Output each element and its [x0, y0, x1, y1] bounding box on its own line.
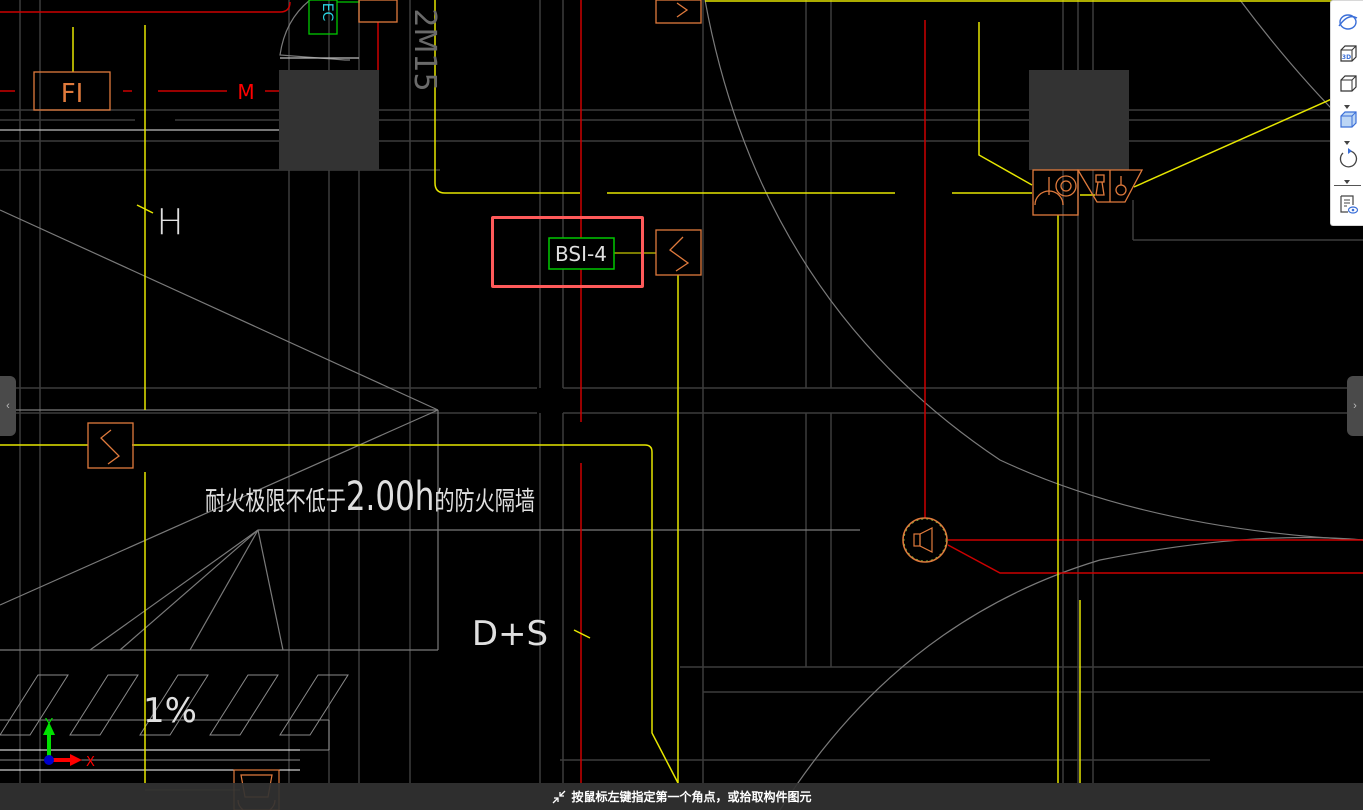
fire-wall-note: 耐火极限不低于2.00h的防火隔墙	[205, 474, 535, 520]
speaker-symbol[interactable]	[902, 517, 948, 563]
display-settings-button[interactable]	[1335, 191, 1360, 216]
shaded-view-button[interactable]	[1335, 107, 1360, 132]
m-label: M	[237, 80, 254, 104]
orbit-icon	[1337, 13, 1357, 30]
chevron-right-icon: ›	[1353, 400, 1357, 412]
rotate-icon	[1339, 147, 1357, 167]
column	[1029, 70, 1129, 170]
shaded-cube-icon	[1339, 110, 1357, 128]
status-message: 按鼠标左键指定第一个角点，或拾取构件图元	[571, 790, 812, 804]
column	[279, 70, 379, 170]
device-box-top-2[interactable]	[655, 0, 702, 24]
3d-view-icon: 3D	[1339, 44, 1357, 62]
toolbar-divider	[1334, 185, 1361, 186]
bsi-4-tag[interactable]: BSI-4	[548, 237, 615, 270]
right-panel-toggle[interactable]: ›	[1347, 376, 1363, 436]
display-settings-icon	[1339, 194, 1358, 214]
grid-lines	[0, 0, 1363, 783]
chevron-left-icon: ‹	[6, 400, 10, 412]
stair-hatch	[0, 674, 349, 771]
view-3d-button[interactable]: 3D	[1335, 41, 1360, 66]
left-panel-toggle[interactable]: ‹	[0, 376, 16, 436]
rotate-dropdown-caret[interactable]	[1342, 173, 1352, 184]
ec-device-symbol[interactable]: EC	[308, 0, 360, 35]
sensor-symbol[interactable]	[87, 422, 134, 469]
svg-text:3D: 3D	[1341, 54, 1350, 61]
svg-text:BSI-4: BSI-4	[555, 242, 607, 266]
svg-text:FI: FI	[61, 79, 84, 109]
wireframe-cube-icon	[1339, 74, 1357, 92]
svg-text:X: X	[86, 755, 95, 770]
wireframe-dropdown-caret[interactable]	[1342, 98, 1352, 109]
command-status-bar: 按鼠标左键指定第一个角点，或拾取构件图元	[0, 783, 1363, 810]
yellow-lines	[0, 0, 1363, 791]
pick-corner-icon	[553, 790, 566, 803]
view-toolbar: 3D	[1330, 0, 1363, 226]
orbit-button[interactable]	[1335, 9, 1360, 34]
control-panel-symbol[interactable]	[1032, 169, 1144, 216]
wireframe-view-button[interactable]	[1335, 71, 1360, 96]
ds-label: D+S	[472, 614, 548, 654]
sensor-symbol[interactable]	[655, 229, 702, 276]
selection-highlight	[491, 216, 644, 288]
red-lines	[0, 0, 1363, 783]
device-box-top[interactable]	[358, 0, 398, 23]
h-label: H	[156, 202, 183, 243]
slope-label: 1%	[143, 691, 197, 731]
svg-text:Y: Y	[44, 717, 53, 732]
shaded-dropdown-caret[interactable]	[1342, 134, 1352, 145]
axis-indicator: X Y	[43, 717, 95, 770]
rotate-button[interactable]	[1335, 145, 1360, 170]
fi-device-symbol[interactable]: FI	[33, 71, 111, 111]
svg-text:EC: EC	[319, 3, 335, 22]
rotated-code-label: 2M15	[407, 8, 442, 91]
